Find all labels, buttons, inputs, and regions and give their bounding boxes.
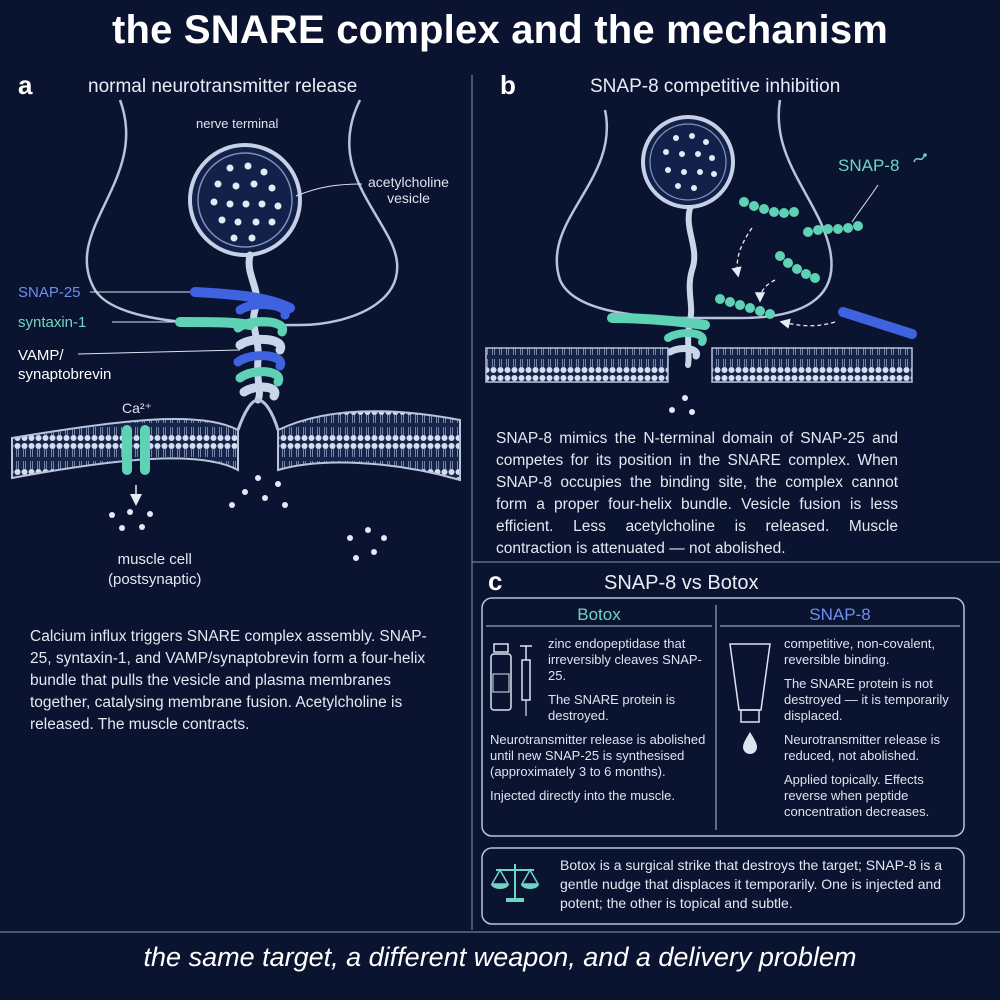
snap8-column: competitive, non-covalent, reversible bi… bbox=[784, 636, 949, 819]
nerve-terminal-outline-b bbox=[555, 99, 833, 320]
footer-tagline: the same target, a different weapon, and… bbox=[143, 942, 857, 972]
panel-a-letter: a bbox=[18, 70, 33, 100]
plasma-membrane-b bbox=[485, 347, 913, 383]
snap25-displaced bbox=[838, 307, 917, 339]
panel-c-heading: SNAP-8 vs Botox bbox=[604, 572, 759, 594]
snap8-peptides bbox=[715, 197, 863, 319]
panel-a-heading: normal neurotransmitter release bbox=[88, 76, 358, 97]
panel-a-description: Calcium influx triggers SNARE complex as… bbox=[30, 628, 427, 733]
nerve-terminal-label: nerve terminal bbox=[196, 116, 279, 131]
acetylcholine-vesicle bbox=[188, 143, 302, 257]
plasma-membrane-a bbox=[11, 398, 461, 482]
vesicle-b bbox=[641, 115, 735, 209]
botox-column-top: zinc endopeptidase that irreversibly cle… bbox=[548, 636, 702, 723]
released-acetylcholine bbox=[229, 475, 387, 561]
calcium-channel bbox=[109, 425, 153, 531]
syntaxin-label: syntaxin-1 bbox=[18, 314, 87, 331]
four-helix-bundle bbox=[233, 300, 290, 401]
calcium-label: Ca²⁺ bbox=[122, 400, 152, 416]
snap8-heading: SNAP-8 bbox=[809, 605, 871, 624]
panel-b-heading: SNAP-8 competitive inhibition bbox=[590, 76, 841, 97]
panel-b-letter: b bbox=[500, 70, 516, 100]
balance-scale-icon bbox=[490, 864, 540, 902]
tube-drop-icon bbox=[729, 643, 771, 754]
panel-b-description: SNAP-8 mimics the N-terminal domain of S… bbox=[496, 430, 898, 557]
botox-column-bottom: Neurotransmitter release is abolished un… bbox=[490, 732, 706, 803]
vamp-b bbox=[685, 205, 698, 368]
syntaxin-b bbox=[607, 313, 710, 330]
comparison-box bbox=[481, 597, 965, 837]
snap8-label: SNAP-8 bbox=[838, 156, 900, 175]
summary-box bbox=[481, 847, 965, 925]
vamp-label: VAMP/ synaptobrevin bbox=[18, 347, 112, 383]
page-title: the SNARE complex and the mechanism bbox=[111, 8, 889, 52]
botox-heading: Botox bbox=[577, 605, 621, 624]
summary-text: Botox is a surgical strike that destroys… bbox=[560, 857, 943, 911]
snap25-label: SNAP-25 bbox=[18, 284, 81, 301]
vesicle-label: acetylcholine vesicle bbox=[368, 174, 449, 206]
muscle-cell-label: muscle cell (postsynaptic) bbox=[108, 551, 202, 588]
panel-c-letter: c bbox=[488, 566, 503, 596]
squiggle-icon bbox=[913, 153, 927, 163]
vial-syringe-icon bbox=[490, 643, 532, 716]
